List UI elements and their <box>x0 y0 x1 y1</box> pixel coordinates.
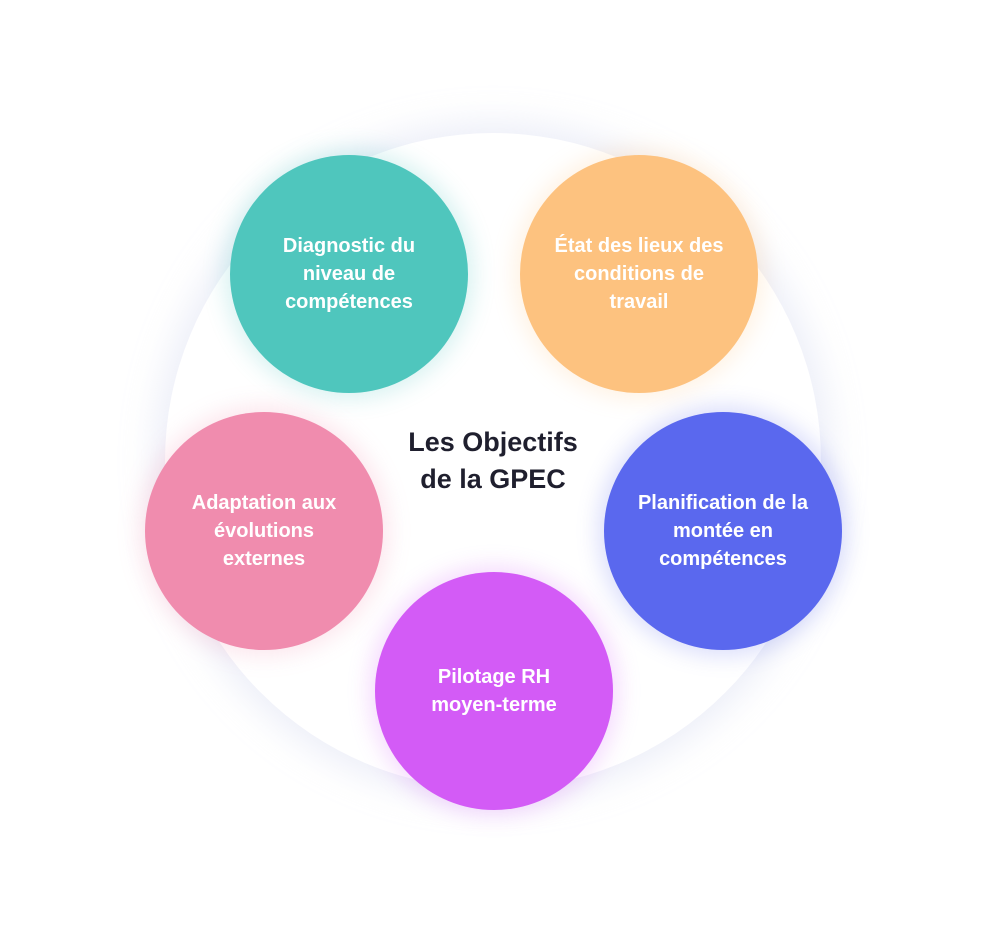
objective-node-planification: Planification de la montée en compétence… <box>604 412 842 650</box>
objective-label-line: Adaptation aux <box>191 492 337 514</box>
objective-label-line: compétences <box>659 548 787 570</box>
diagram-title-line-1: Les Objectifs <box>408 427 578 457</box>
objective-label: Adaptation aux évolutions externes <box>192 489 336 573</box>
objective-label: Planification de la montée en compétence… <box>638 489 808 573</box>
objective-label-line: Diagnostic du <box>282 235 416 257</box>
objective-label-line: externes <box>222 548 306 570</box>
objective-label-line: évolutions <box>213 520 314 542</box>
objective-node-pilotage: Pilotage RH moyen-terme <box>375 572 613 810</box>
objective-label-line: compétences <box>285 291 413 313</box>
objective-label-line: conditions de <box>574 263 704 285</box>
objective-label-line: Pilotage RH <box>437 666 551 688</box>
objective-label-line: travail <box>609 291 669 313</box>
objective-label-line: État des lieux des <box>554 235 724 257</box>
objective-label-line: montée en <box>672 520 773 542</box>
objective-label-line: Planification de la <box>637 492 809 514</box>
objective-node-etat: État des lieux des conditions de travail <box>520 155 758 393</box>
objective-node-diagnostic: Diagnostic du niveau de compétences <box>230 155 468 393</box>
objective-label: État des lieux des conditions de travail <box>555 232 724 316</box>
objective-label-line: moyen-terme <box>431 694 557 716</box>
objective-node-adaptation: Adaptation aux évolutions externes <box>145 412 383 650</box>
objective-label-line: niveau de <box>302 263 396 285</box>
diagram-title: Les Objectifs de la GPEC <box>343 424 643 498</box>
diagram-title-line-2: de la GPEC <box>420 464 566 494</box>
objective-label: Pilotage RH moyen-terme <box>431 663 557 719</box>
objective-label: Diagnostic du niveau de compétences <box>283 232 415 316</box>
